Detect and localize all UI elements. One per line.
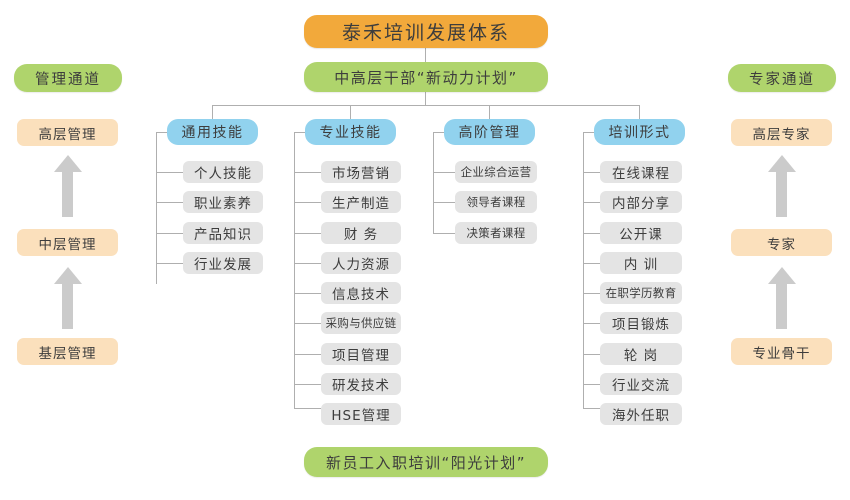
item-2-7[interactable]: 项目管理 <box>321 343 401 365</box>
item-stub-3-1 <box>433 172 455 173</box>
item-4-3[interactable]: 公开课 <box>600 222 682 244</box>
item-stub-4-6 <box>583 323 610 324</box>
connector-bus-drop-3 <box>489 105 490 119</box>
item-4-6[interactable]: 项目锻炼 <box>600 312 682 334</box>
left-channel-level-1[interactable]: 高层管理 <box>17 119 118 146</box>
item-4-4[interactable]: 内 训 <box>600 252 682 274</box>
item-3-1[interactable]: 企业综合运营 <box>455 161 537 183</box>
item-1-1[interactable]: 个人技能 <box>183 161 263 183</box>
item-2-9[interactable]: HSE管理 <box>321 403 401 425</box>
item-stub-2-6 <box>294 323 321 324</box>
left-channel-level-3[interactable]: 基层管理 <box>17 338 118 365</box>
item-stub-4-9 <box>583 408 610 409</box>
column-header-4[interactable]: 培训形式 <box>594 119 685 145</box>
connector-bus-drop-2 <box>350 105 351 119</box>
column-spine-2 <box>294 132 295 408</box>
right-channel-level-2[interactable]: 专家 <box>731 229 832 256</box>
item-2-3[interactable]: 财 务 <box>321 222 401 244</box>
item-2-1[interactable]: 市场营销 <box>321 161 401 183</box>
connector-title-to-subtitle <box>425 48 426 62</box>
column-stub-header-1 <box>156 132 167 133</box>
up-arrow-icon-left-1 <box>45 155 90 217</box>
left-channel-level-2[interactable]: 中层管理 <box>17 229 118 256</box>
item-4-8[interactable]: 行业交流 <box>600 373 682 395</box>
item-stub-2-8 <box>294 384 321 385</box>
item-2-4[interactable]: 人力资源 <box>321 252 401 274</box>
column-spine-1 <box>156 132 157 284</box>
item-stub-2-1 <box>294 172 321 173</box>
item-stub-4-2 <box>583 202 610 203</box>
item-stub-2-2 <box>294 202 321 203</box>
column-spine-4 <box>583 132 584 408</box>
item-stub-4-1 <box>583 172 610 173</box>
item-stub-4-3 <box>583 233 610 234</box>
column-header-1[interactable]: 通用技能 <box>167 119 258 145</box>
column-stub-header-4 <box>583 132 594 133</box>
item-stub-4-4 <box>583 263 610 264</box>
item-stub-1-3 <box>156 233 183 234</box>
right-channel-level-1[interactable]: 高层专家 <box>731 119 832 146</box>
item-3-2[interactable]: 领导者课程 <box>455 191 537 213</box>
item-stub-2-5 <box>294 293 321 294</box>
column-spine-3 <box>433 132 434 233</box>
item-3-3[interactable]: 决策者课程 <box>455 222 537 244</box>
item-stub-2-9 <box>294 408 321 409</box>
up-arrow-icon-right-2 <box>759 267 804 329</box>
item-stub-2-3 <box>294 233 321 234</box>
item-4-7[interactable]: 轮 岗 <box>600 343 682 365</box>
right-channel-header[interactable]: 专家通道 <box>728 64 836 92</box>
item-4-9[interactable]: 海外任职 <box>600 403 682 425</box>
item-1-2[interactable]: 职业素养 <box>183 191 263 213</box>
up-arrow-icon-right-1 <box>759 155 804 217</box>
item-2-5[interactable]: 信息技术 <box>321 282 401 304</box>
left-channel-header[interactable]: 管理通道 <box>14 64 122 92</box>
connector-bus-drop-4 <box>639 105 640 119</box>
item-4-1[interactable]: 在线课程 <box>600 161 682 183</box>
item-stub-1-4 <box>156 263 183 264</box>
column-stub-header-3 <box>433 132 444 133</box>
item-stub-4-5 <box>583 293 610 294</box>
item-4-2[interactable]: 内部分享 <box>600 191 682 213</box>
item-1-3[interactable]: 产品知识 <box>183 222 263 244</box>
item-stub-3-3 <box>433 233 455 234</box>
item-2-6[interactable]: 采购与供应链 <box>321 312 401 334</box>
item-stub-2-7 <box>294 354 321 355</box>
column-stub-header-2 <box>294 132 305 133</box>
column-header-2[interactable]: 专业技能 <box>305 119 396 145</box>
item-stub-4-8 <box>583 384 610 385</box>
column-header-3[interactable]: 高阶管理 <box>444 119 535 145</box>
connector-bus-drop-1 <box>212 105 213 119</box>
up-arrow-icon-left-2 <box>45 267 90 329</box>
item-1-4[interactable]: 行业发展 <box>183 252 263 274</box>
item-2-2[interactable]: 生产制造 <box>321 191 401 213</box>
item-2-8[interactable]: 研发技术 <box>321 373 401 395</box>
subtitle-banner: 中高层干部“新动力计划” <box>304 62 548 92</box>
connector-bus-horizontal <box>212 105 639 106</box>
connector-subtitle-to-bus <box>425 92 426 105</box>
item-stub-4-7 <box>583 354 610 355</box>
footer-banner: 新员工入职培训“阳光计划” <box>304 447 548 477</box>
right-channel-level-3[interactable]: 专业骨干 <box>731 338 832 365</box>
diagram-title: 泰禾培训发展体系 <box>304 15 548 48</box>
item-stub-2-4 <box>294 263 321 264</box>
item-4-5[interactable]: 在职学历教育 <box>600 282 682 304</box>
item-stub-1-2 <box>156 202 183 203</box>
item-stub-3-2 <box>433 202 455 203</box>
item-stub-1-1 <box>156 172 183 173</box>
